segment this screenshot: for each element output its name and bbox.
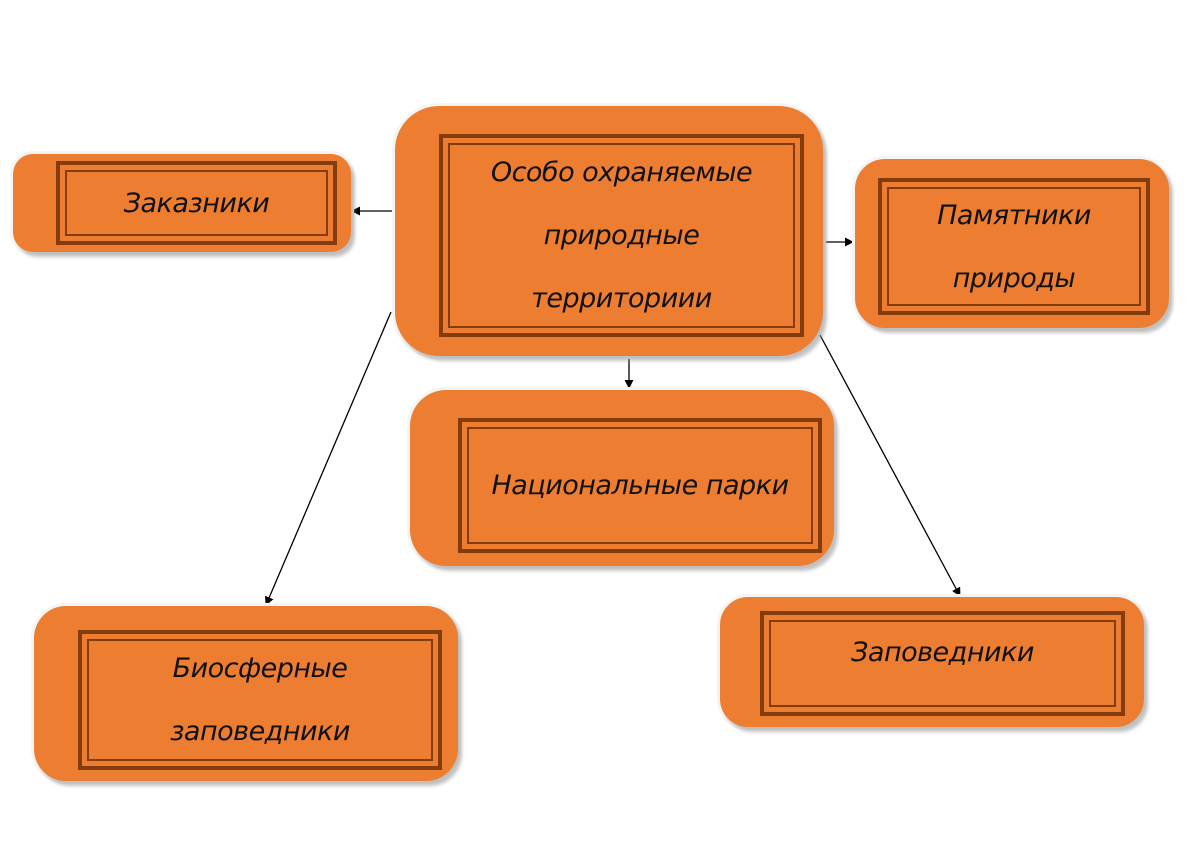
node-biosphere-frame: Биосферные заповедники [78, 630, 442, 770]
biosphere-line-1: Биосферные [172, 653, 348, 684]
node-parks: Национальные парки [410, 390, 834, 566]
node-pamyatniki: Памятники природы [855, 159, 1169, 328]
node-parks-frame: Национальные парки [458, 418, 822, 553]
root-node-label: Особо охраняемые природные территориии [490, 141, 753, 330]
node-zakazniki-label: Заказники [123, 187, 270, 219]
node-pamyatniki-frame: Памятники природы [878, 178, 1150, 315]
biosphere-line-2: заповедники [170, 716, 350, 747]
node-zapovedniki: Заповедники [720, 597, 1144, 727]
node-pamyatniki-label: Памятники природы [937, 184, 1091, 310]
root-node: Особо охраняемые природные территориии [395, 106, 823, 356]
root-line-2: природные [543, 220, 700, 251]
arrow-to-biosphere [265, 311, 392, 606]
arrow-to-zapovedniki [819, 334, 961, 597]
node-zapovedniki-label: Заповедники [851, 637, 1034, 668]
node-biosphere: Биосферные заповедники [34, 606, 458, 781]
node-zapovedniki-frame: Заповедники [760, 611, 1125, 716]
root-line-1: Особо охраняемые [490, 157, 753, 188]
root-node-frame: Особо охраняемые природные территориии [439, 134, 804, 337]
pamyatniki-line-1: Памятники [937, 199, 1091, 231]
node-parks-label: Национальные парки [491, 470, 789, 501]
node-zakazniki: Заказники [13, 154, 351, 252]
pamyatniki-line-2: природы [952, 262, 1076, 294]
node-biosphere-label: Биосферные заповедники [170, 637, 350, 763]
root-line-3: территориии [531, 283, 712, 314]
node-zakazniki-frame: Заказники [56, 161, 337, 245]
